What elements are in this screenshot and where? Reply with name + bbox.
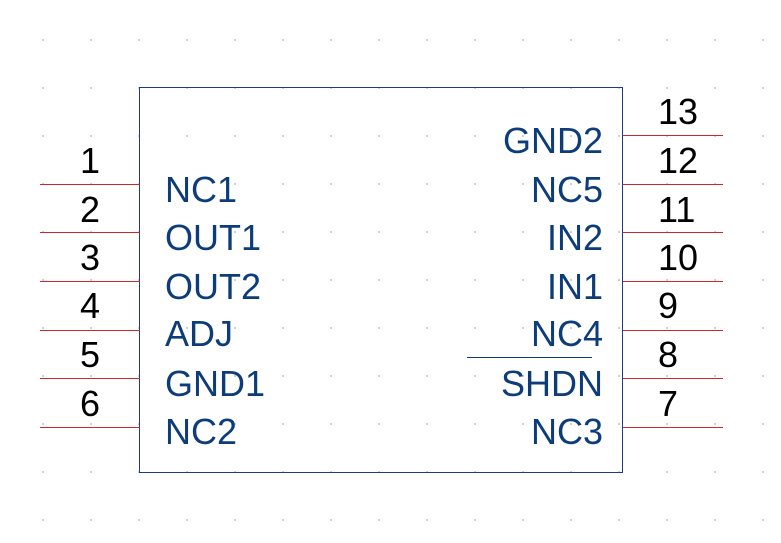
pin-6-name: NC2	[165, 411, 238, 452]
pin-2-number: 2	[80, 189, 101, 230]
pin-5-name: GND1	[165, 363, 266, 404]
pin-11-number: 11	[658, 189, 696, 230]
pin-4-line[interactable]	[40, 330, 140, 331]
pin-12-name: NC5	[530, 169, 603, 210]
pin-13-name: GND2	[502, 120, 603, 161]
pin-5-line[interactable]	[40, 378, 140, 379]
pin-10-number: 10	[658, 237, 699, 278]
pin-10-name: IN1	[546, 266, 603, 307]
pin-8-line[interactable]	[623, 378, 723, 379]
pin-9-number: 9	[658, 285, 679, 326]
pin-7-name: NC3	[530, 411, 603, 452]
pin-5-number: 5	[80, 334, 101, 375]
pin-8-name: SHDN	[500, 363, 603, 404]
pin-2-line[interactable]	[40, 232, 140, 233]
pin-10-line[interactable]	[623, 281, 723, 282]
pin-12-number: 12	[658, 140, 699, 181]
pin-3-name: OUT2	[165, 266, 262, 307]
pin-6-number: 6	[80, 383, 101, 424]
pin-3-line[interactable]	[40, 281, 140, 282]
pin-4-name: ADJ	[165, 313, 234, 354]
pin-9-line[interactable]	[623, 330, 723, 331]
pin-12-line[interactable]	[623, 184, 723, 185]
pin-11-name: IN2	[546, 217, 603, 258]
pin-11-line[interactable]	[623, 232, 723, 233]
pin-13-number: 13	[658, 91, 699, 132]
pin-9-name: NC4	[530, 313, 603, 354]
pin-1-name: NC1	[165, 169, 238, 210]
pin-7-number: 7	[658, 383, 679, 424]
pin-1-line[interactable]	[40, 184, 140, 185]
shdn-overbar	[467, 357, 592, 358]
pin-4-number: 4	[80, 285, 101, 326]
pin-13-line[interactable]	[623, 135, 723, 136]
component-body[interactable]	[139, 87, 623, 473]
pin-1-number: 1	[80, 140, 101, 181]
pin-8-number: 8	[658, 334, 679, 375]
pin-2-name: OUT1	[165, 217, 262, 258]
pin-3-number: 3	[80, 237, 101, 278]
pin-6-line[interactable]	[40, 427, 140, 428]
pin-7-line[interactable]	[623, 427, 723, 428]
